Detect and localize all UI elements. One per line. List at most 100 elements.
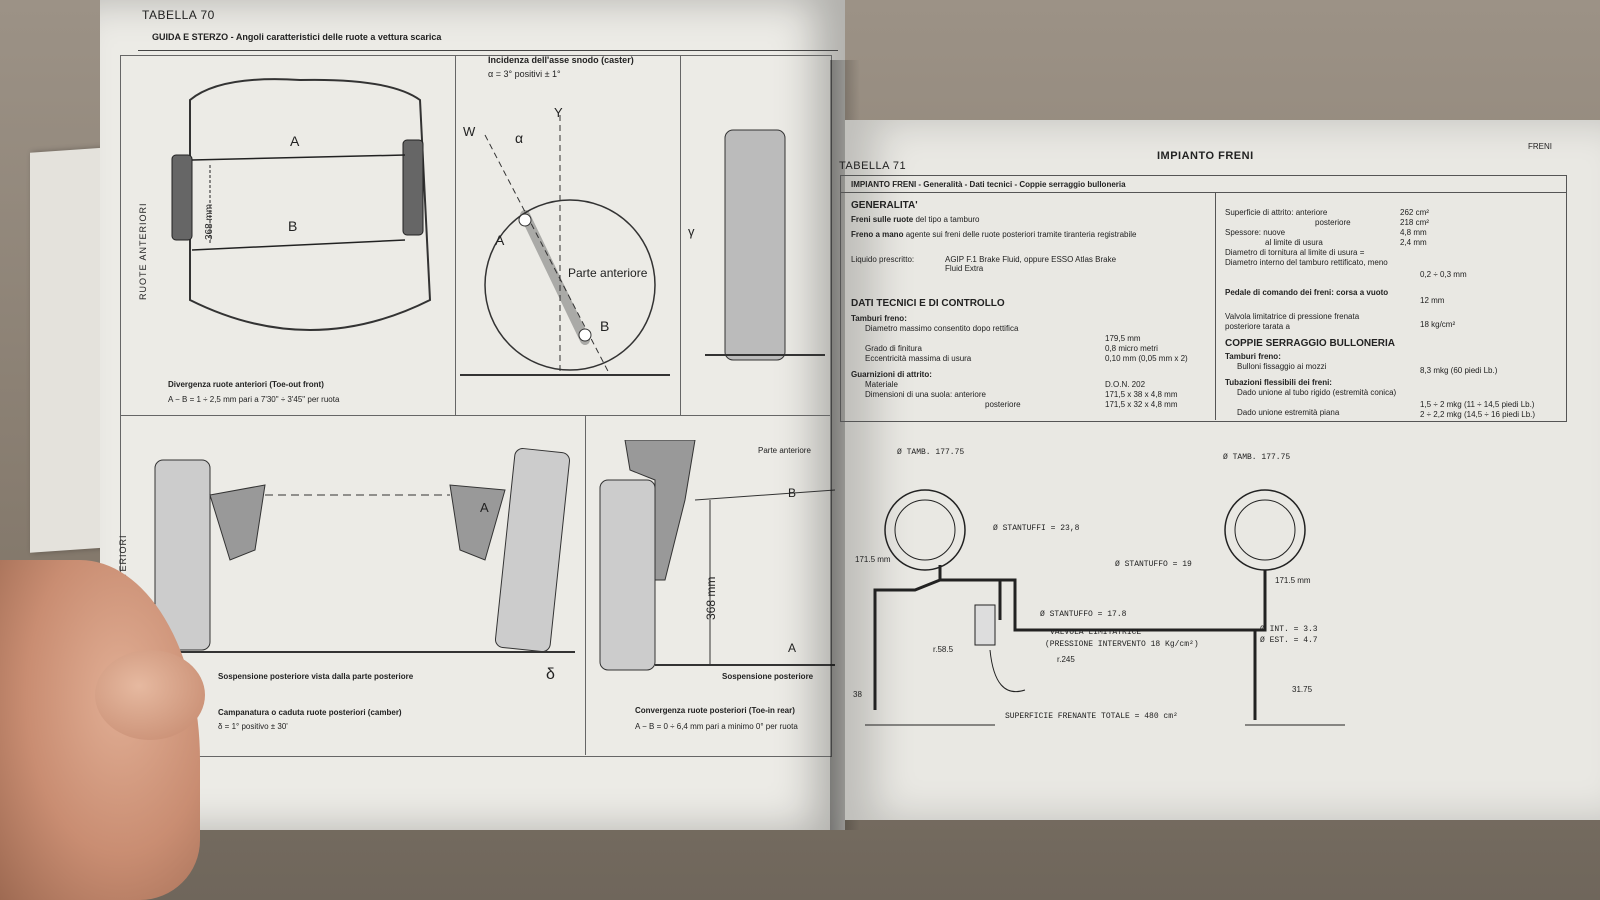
guarn-row-3-label: posteriore [985,400,1021,409]
row-divider [120,415,830,416]
label-a-rear: A [480,500,489,515]
col-divider-2 [680,55,681,415]
dati-row-3-label: Eccentricità massima di usura [865,354,972,363]
toe-out-value: A − B = 1 ÷ 2,5 mm pari a 7'30" ÷ 3'45" … [168,395,340,404]
subtitle-rule [840,192,1567,193]
rear-suspension-rear-view-diagram [145,448,575,653]
col2-row-7-value: 18 kg/cm² [1420,320,1456,329]
superficie-label: SUPERFICIE FRENANTE TOTALE = 480 cm² [1005,712,1178,721]
guarnizioni-label: Guarnizioni di attrito: [851,370,932,379]
valvola-label: VALVOLA LIMITATRICE [1050,628,1142,637]
brake-circuit-diagram [865,489,1345,726]
header-rule [138,50,838,51]
col2-row-7-label: Valvola limitatrice di pressione frenata… [1225,312,1360,331]
col2-row-2-label: posteriore [1315,218,1351,227]
stantuffo-178-label: Ø STANTUFFO = 17.8 [1040,610,1127,619]
angle-gamma: γ [688,224,695,239]
camber-caption: Campanatura o caduta ruote posteriori (c… [218,708,402,717]
int-label: Ø INT. = 3.3 [1260,625,1318,634]
toe-in-caption: Convergenza ruote posteriori (Toe-in rea… [635,706,795,715]
rear-view-caption: Sospensione posteriore vista dalla parte… [218,672,414,681]
caster-value: α = 3° positivi ± 1° [488,69,561,79]
coppie-row-5-value: 2 ÷ 2,2 mkg (14,5 ÷ 16 piedi Lb.) [1420,410,1536,419]
dim-368-front: 368 mm [204,203,215,240]
dati-row-2-label: Grado di finitura [865,344,922,353]
label-a-caster: A [495,232,505,248]
est-label: Ø EST. = 4.7 [1260,636,1318,645]
col2-row-1-value: 262 cm² [1400,208,1429,217]
dim-1715-right: 171.5 mm [1275,576,1311,585]
col2-row-3-value: 4,8 mm [1400,228,1427,237]
dati-title: DATI TECNICI E DI CONTROLLO [851,298,1005,309]
dati-row-1-label: Diametro massimo consentito dopo rettifi… [865,324,1019,333]
parte-anteriore-caster: Parte anteriore [568,266,648,280]
axis-y: Y [554,105,563,120]
label-b-front: B [288,218,298,234]
guarn-row-2-label: Dimensioni di una suola: anteriore [865,390,986,399]
pressione-label: (PRESSIONE INTERVENTO 18 Kg/cm²) [1045,640,1199,649]
stantuffi-label: Ø STANTUFFI = 23,8 [993,524,1080,533]
angle-alpha: α [515,130,524,146]
rear-susp-caption: Sospensione posteriore [722,672,814,681]
tamburi-freno-label: Tamburi freno: [851,314,907,323]
dim-368-rear: 368 mm [704,576,718,620]
label-b-rear: B [788,486,797,500]
right-table-frame [840,175,1567,422]
col2-row-6-label: Pedale di comando dei freni: corsa a vuo… [1225,288,1389,297]
col-divider-3 [585,415,586,755]
thumb [95,650,205,740]
coppie-row-3-label: Tubazioni flessibili dei freni: [1225,378,1332,387]
guarn-row-1-value: D.O.N. 202 [1105,380,1146,389]
caster-title: Incidenza dell'asse snodo (caster) [488,55,634,65]
guarn-row-3-value: 171,5 x 32 x 4,8 mm [1105,400,1178,409]
label-b-caster: B [600,318,610,334]
camber-value: δ = 1° positivo ± 30' [218,722,288,731]
coppie-row-1-label: Tamburi freno: [1225,352,1281,361]
angle-delta: δ [546,666,555,683]
stantuffo-19-label: Ø STANTUFFO = 19 [1115,560,1192,569]
col2-row-5-label: Diametro di tornitura al limite di usura… [1225,248,1388,267]
col2-row-3-label: Spessore: nuove [1225,228,1286,237]
r585-label: r.58.5 [933,645,954,654]
coppie-row-4-label: Dado unione al tubo rigido (estremità co… [1237,388,1397,397]
label-a-front: A [290,133,300,149]
guarn-row-1-label: Materiale [865,380,898,389]
page-stack-edge [30,147,110,553]
left-subtitle: GUIDA E STERZO - Angoli caratteristici d… [152,32,442,42]
gen-row-2: Freno a mano agente sui freni delle ruot… [851,230,1137,239]
dati-row-1-value: 179,5 mm [1105,334,1141,343]
caster-diagram [460,115,670,376]
camber-wheel-diagram [705,129,825,361]
gen-row-3-label: Liquido prescritto: [851,255,915,264]
axis-w: W [463,124,476,139]
coppie-row-5-label: Dado unione estremità piana [1237,408,1340,417]
left-page: TABELLA 70 GUIDA E STERZO - Angoli carat… [100,0,845,830]
dati-row-3-value: 0,10 mm (0,05 mm x 2) [1105,354,1188,363]
front-wheels-top-view-diagram [171,78,432,331]
toe-in-value: A − B = 0 ÷ 6,4 mm pari a minimo 0° per … [635,722,798,731]
col2-row-4-label: al limite di usura [1265,238,1323,247]
col-divider-1 [455,55,456,415]
tamb-right: Ø TAMB. 177.75 [1223,453,1291,462]
col2-row-5-value: 0,2 ÷ 0,3 mm [1420,270,1467,279]
dim-1715-left: 171.5 mm [855,555,891,564]
right-subtitle: IMPIANTO FRENI - Generalità - Dati tecni… [851,180,1126,189]
generalita-title: GENERALITA' [851,200,918,211]
side-label-front: RUOTE ANTERIORI [138,202,148,300]
col2-row-1-label: Superficie di attrito: anteriore [1225,208,1328,217]
guarn-row-2-value: 171,5 x 38 x 4,8 mm [1105,390,1178,399]
dim-38: 38 [853,690,862,699]
gen-row-1: Freni sulle ruote del tipo a tamburo [851,215,980,224]
coppie-row-2-label: Bulloni fissaggio ai mozzi [1237,362,1327,371]
dim-3175: 31.75 [1292,685,1313,694]
table-frame [120,55,832,757]
corner-header: FRENI [1528,142,1552,151]
right-page-header: IMPIANTO FRENI [1157,150,1254,162]
dati-row-2-value: 0,8 micro metri [1105,344,1158,353]
r245-label: r.245 [1057,655,1075,664]
rear-toe-diagram [599,440,835,671]
coppie-row-4-value: 1,5 ÷ 2 mkg (11 ÷ 14,5 piedi Lb.) [1420,400,1535,409]
coppie-title: COPPIE SERRAGGIO BULLONERIA [1225,338,1396,349]
table-label-70: TABELLA 70 [142,8,215,22]
toe-out-caption: Divergenza ruote anteriori (Toe-out fron… [168,380,324,389]
